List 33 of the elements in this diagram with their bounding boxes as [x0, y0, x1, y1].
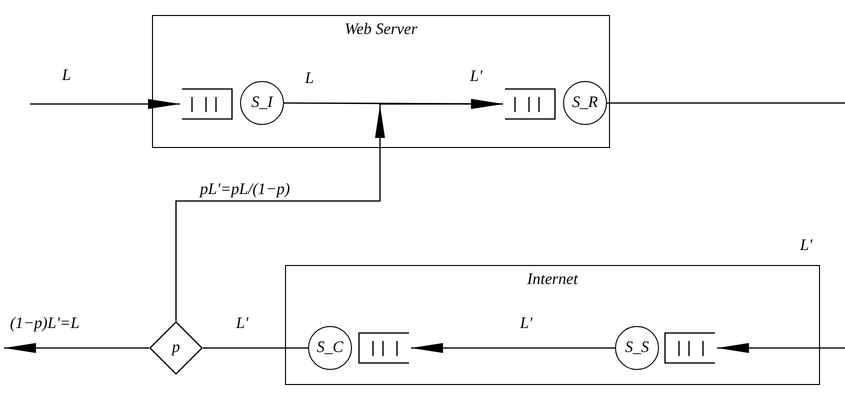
connector-line	[203, 347, 308, 349]
edge-label: (1−p)L'=L	[10, 315, 80, 333]
arrow	[30, 99, 180, 109]
rate-label: L'	[800, 237, 812, 255]
queue-symbol	[663, 332, 717, 364]
server-label: S_C	[316, 339, 344, 357]
queue-symbol	[357, 332, 411, 364]
internet-box	[285, 265, 820, 385]
queue-symbol	[503, 88, 557, 120]
edge-label: L	[305, 70, 314, 88]
rate-label: L'	[470, 68, 482, 86]
edge-label: L	[62, 67, 71, 85]
server-label: S_I	[251, 94, 273, 112]
queue-symbol	[180, 88, 234, 120]
arrow	[175, 99, 503, 321]
edge-label: L'	[520, 315, 532, 333]
group-title: Internet	[526, 271, 580, 289]
server-circle	[308, 326, 352, 370]
group-title: Web Server	[344, 21, 418, 39]
probability-label: p	[172, 339, 180, 357]
edge-label: L'	[236, 315, 248, 333]
edge-label: pL'=pL/(1−p)	[200, 181, 290, 199]
connector-line	[607, 102, 845, 104]
arrow	[717, 343, 845, 353]
server-label: S_R	[572, 94, 598, 112]
server-circle	[615, 326, 659, 370]
arrow	[4, 343, 149, 353]
server-circle	[240, 81, 284, 125]
decision-diamond	[149, 321, 203, 375]
server-label: S_S	[625, 339, 649, 357]
arrow	[411, 343, 615, 353]
server-circle	[563, 81, 607, 125]
server-box	[152, 15, 610, 148]
